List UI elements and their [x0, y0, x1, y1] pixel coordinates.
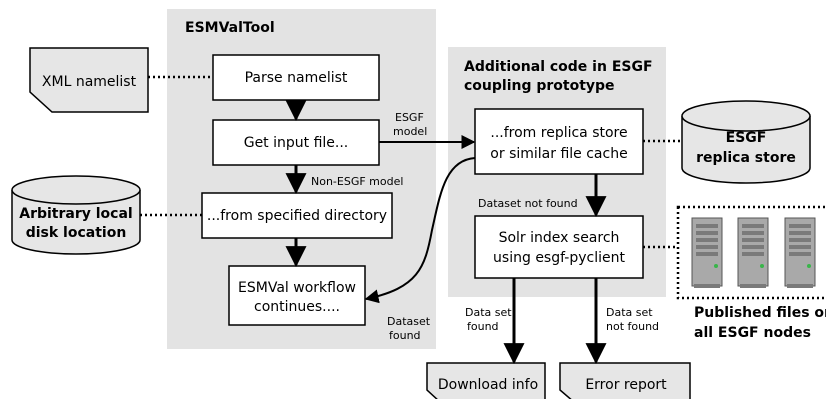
edge-label-data-set-not-found-line2: not found [606, 320, 659, 333]
replica-store-label-line2: replica store [696, 150, 796, 166]
edge-label-data-set-not-found-line1: Data set [606, 306, 653, 319]
download-info-label: Download info [438, 377, 538, 393]
server-icon [737, 217, 769, 289]
published-files-group [676, 205, 826, 300]
parse-namelist-box [212, 54, 380, 101]
replica-box [474, 108, 644, 175]
xml-namelist-label: XML namelist [42, 74, 137, 90]
published-files-label-line1: Published files on [694, 305, 826, 321]
published-files-label-line2: all ESGF nodes [694, 325, 811, 341]
replica-store-label-line1: ESGF [726, 130, 767, 146]
error-report-label: Error report [585, 377, 667, 393]
edge-label-data-set-found-line2: found [467, 320, 499, 333]
edge-label-dataset-found-line2: found [389, 329, 421, 342]
solr-search-label-line2: using esgf-pyclient [493, 250, 625, 266]
arrow [364, 157, 476, 304]
edge-label-dataset-not-found: Dataset not found [478, 197, 578, 210]
replica-box-label-line1: ...from replica store [490, 125, 627, 141]
edge-label-esgf-model-line1: ESGF [395, 111, 424, 124]
from-directory-label: ...from specified directory [207, 208, 387, 224]
workflow-label-line2: continues.... [254, 299, 340, 315]
server-icon [691, 217, 723, 289]
esgf-panel-title-line2: coupling prototype [464, 78, 615, 94]
solr-search-box [474, 215, 644, 279]
get-input-file-label: Get input file... [244, 135, 349, 151]
local-disk-cylinder [11, 175, 141, 255]
parse-namelist-label: Parse namelist [245, 70, 348, 86]
error-report-shape [559, 362, 691, 399]
edge-label-non-esgf-model: Non-ESGF model [311, 175, 403, 188]
esgf-panel-title-line1: Additional code in ESGF [464, 59, 653, 75]
local-disk-label-line2: disk location [26, 225, 127, 241]
xml-namelist-shape [29, 47, 149, 113]
edge-label-dataset-found-line1: Dataset [387, 315, 431, 328]
workflow-label-line1: ESMVal workflow [238, 280, 356, 296]
replica-store-cylinder [681, 100, 811, 184]
esmvaltool-title: ESMValTool [185, 20, 275, 36]
download-info-shape [426, 362, 546, 399]
edge-label-esgf-model-line2: model [393, 125, 427, 138]
solr-search-label-line1: Solr index search [499, 230, 620, 246]
server-icon [784, 217, 816, 289]
local-disk-label-line1: Arbitrary local [19, 206, 132, 222]
edge-label-data-set-found-line1: Data set [465, 306, 512, 319]
replica-box-label-line2: or similar file cache [490, 146, 627, 162]
